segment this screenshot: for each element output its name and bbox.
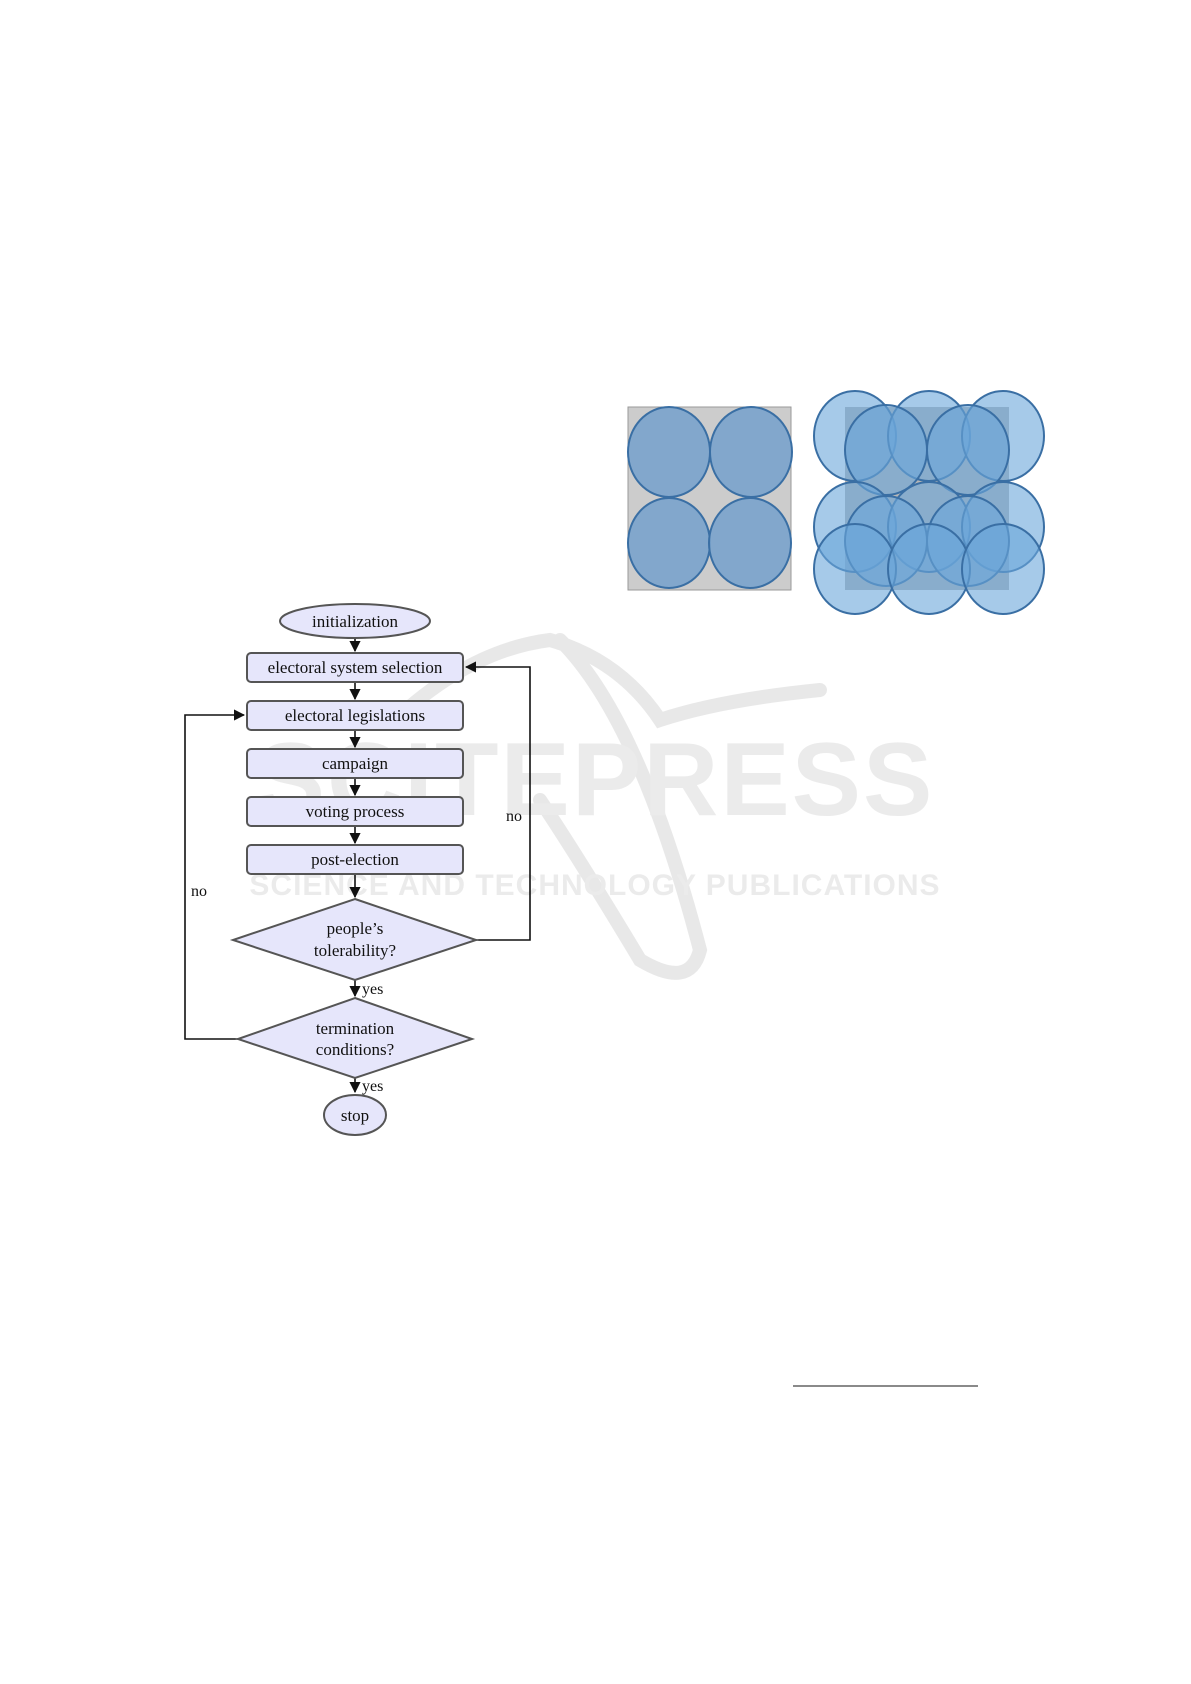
circle <box>709 498 791 588</box>
circle <box>962 524 1044 614</box>
circle-grid-left <box>628 407 792 590</box>
circle <box>628 498 710 588</box>
circle <box>628 407 710 497</box>
circles-figure <box>628 391 1044 614</box>
decision-termination-line2: conditions? <box>316 1040 394 1059</box>
circle <box>814 524 896 614</box>
step-label: electoral system selection <box>268 658 443 677</box>
step-label: post-election <box>311 850 399 869</box>
decision-tolerability-line1: people’s <box>327 919 384 938</box>
step-label: voting process <box>306 802 405 821</box>
circle <box>710 407 792 497</box>
edge-label-yes-2: yes <box>362 1078 383 1095</box>
decision-termination-line1: termination <box>316 1019 395 1038</box>
decision-tolerability <box>233 899 476 980</box>
edge-label-yes-1: yes <box>362 981 383 998</box>
decision-termination <box>238 998 472 1078</box>
decision-tolerability-line2: tolerability? <box>314 941 396 960</box>
step-label: campaign <box>322 754 389 773</box>
edge-decision2-no-loop <box>185 715 244 1039</box>
stop-label: stop <box>341 1106 369 1125</box>
circle <box>888 524 970 614</box>
edge-label-no-left: no <box>191 883 207 900</box>
edge-label-no-right: no <box>506 808 522 825</box>
start-label: initialization <box>312 612 398 631</box>
circle-grid-right <box>814 391 1044 614</box>
step-label: electoral legislations <box>285 706 425 725</box>
